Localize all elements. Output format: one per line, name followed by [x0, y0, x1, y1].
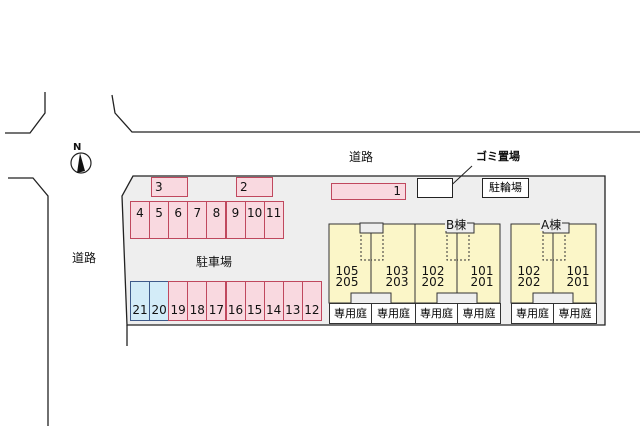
parking-slot: 19 [168, 281, 189, 321]
road-edge-left [8, 177, 49, 426]
parking-slot: 15 [244, 281, 265, 321]
parking-slot: 13 [282, 281, 303, 321]
parking-slot: 6 [168, 201, 189, 239]
room-number: 201 [566, 275, 590, 289]
private-garden: 専用庭 [371, 303, 416, 324]
room-number: 105 [335, 264, 359, 278]
stair-dotted-line [446, 235, 457, 261]
parking-slot: 7 [187, 201, 208, 239]
parking-slot: 9 [225, 201, 246, 239]
parking-slot: 21 [130, 281, 150, 321]
stair-dotted-line [360, 235, 371, 261]
road-edge-top [111, 94, 640, 133]
bicycle-parking: 駐輪場 [482, 178, 529, 198]
private-garden: 専用庭 [329, 303, 372, 324]
parking-slot: 1 [331, 183, 406, 200]
room-number: 102 [421, 264, 445, 278]
parking-slot: 14 [263, 281, 284, 321]
parking-slot: 17 [206, 281, 227, 321]
stair-dotted-line [457, 235, 470, 261]
room-number: 101 [470, 264, 494, 278]
garbage-area [417, 178, 453, 198]
room-number: 102 [517, 264, 541, 278]
room-number: 101 [566, 264, 590, 278]
parking-lot-label: 駐車場 [196, 255, 233, 269]
parking-slot: 10 [244, 201, 265, 239]
garbage-label: ゴミ置場 [476, 150, 520, 163]
room-number: 201 [470, 275, 494, 289]
road-left-label: 道路 [72, 251, 97, 265]
private-garden: 専用庭 [553, 303, 597, 324]
parking-slot: 5 [149, 201, 170, 239]
stair-dotted-line [553, 235, 566, 261]
parking-slot: 11 [263, 201, 284, 239]
parking-slot: 18 [187, 281, 208, 321]
parking-slot: 2 [236, 177, 273, 197]
building-a-label: A棟 [540, 218, 563, 232]
room-number: 205 [335, 275, 359, 289]
parking-slot: 8 [206, 201, 227, 239]
room-number: 203 [385, 275, 409, 289]
private-garden: 専用庭 [457, 303, 501, 324]
room-number: 202 [517, 275, 541, 289]
stair-dotted-line [542, 235, 553, 261]
stair-dotted-line [371, 235, 384, 261]
road-top-label: 道路 [349, 150, 374, 164]
parking-slot: 16 [225, 281, 246, 321]
parking-slot: 4 [130, 201, 150, 239]
road-edge-top-left [5, 92, 46, 134]
room-number: 103 [385, 264, 409, 278]
room-number: 202 [421, 275, 445, 289]
building-b-label: B棟 [445, 218, 468, 232]
entrance-notch [359, 222, 384, 234]
compass-icon [70, 152, 92, 174]
parking-slot: 12 [301, 281, 322, 321]
parking-slot: 20 [149, 281, 170, 321]
private-garden: 専用庭 [415, 303, 458, 324]
compass-north-label: N [73, 142, 82, 153]
private-garden: 専用庭 [511, 303, 554, 324]
buildings [328, 222, 597, 304]
parking-slot: 3 [151, 177, 188, 197]
